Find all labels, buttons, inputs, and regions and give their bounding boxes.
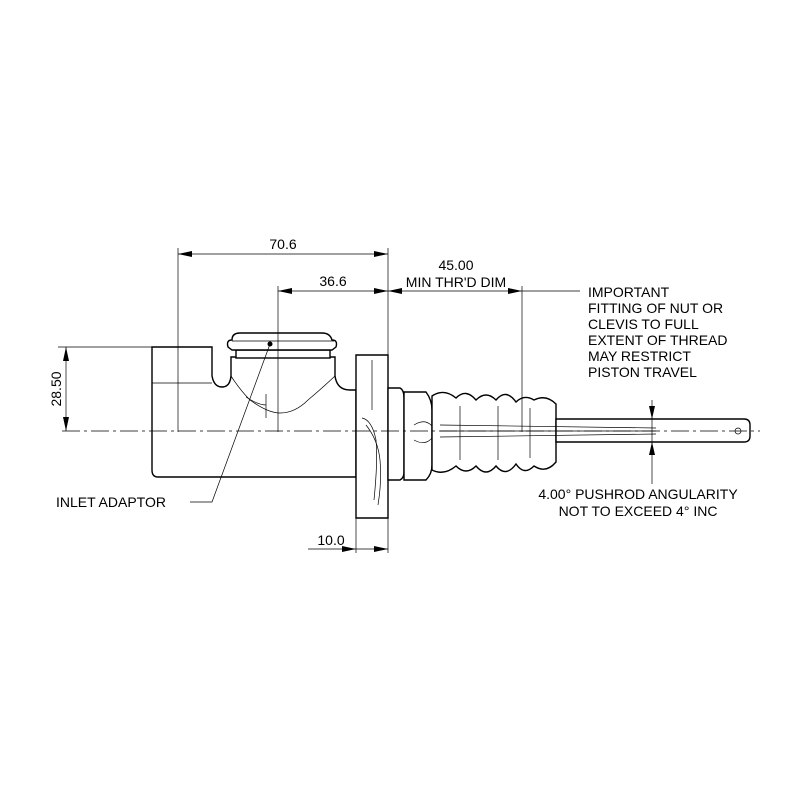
- important-note-line-2: FITTING OF NUT OR: [588, 300, 723, 316]
- dim-flange-thickness-text: 10.0: [317, 532, 344, 548]
- dim-height-text: 28.50: [48, 371, 64, 406]
- angularity-indicator: [649, 400, 655, 484]
- inlet-adaptor-label: INLET ADAPTOR: [56, 494, 166, 510]
- dim-thread-length: 45.00 MIN THR'D DIM: [388, 257, 580, 432]
- important-note-line-6: PISTON TRAVEL: [588, 364, 697, 380]
- angularity-note: 4.00° PUSHROD ANGULARITY NOT TO EXCEED 4…: [538, 486, 738, 519]
- mounting-flange: [355, 354, 389, 519]
- dim-overall-length: 70.6: [177, 236, 389, 432]
- dim-overall-length-text: 70.6: [269, 236, 296, 252]
- dim-thread-note-text: MIN THR'D DIM: [406, 274, 506, 290]
- boot-collar: [387, 387, 437, 481]
- angularity-note-line-2: NOT TO EXCEED 4° INC: [559, 503, 718, 519]
- angularity-note-line-1: 4.00° PUSHROD ANGULARITY: [538, 486, 738, 502]
- cylinder-body: [151, 346, 357, 478]
- important-note-line-4: EXTENT OF THREAD: [588, 332, 728, 348]
- dim-inlet-offset: 36.6: [277, 273, 388, 432]
- inlet-adaptor-callout: INLET ADAPTOR: [56, 341, 273, 510]
- important-note-line-3: CLEVIS TO FULL: [588, 316, 699, 332]
- important-note-line-5: MAY RESTRICT: [588, 348, 691, 364]
- dim-flange-thickness: 10.0: [308, 518, 389, 553]
- important-note-line-1: IMPORTANT: [588, 284, 670, 300]
- rubber-boot: [431, 391, 557, 473]
- dim-inlet-offset-text: 36.6: [319, 273, 346, 289]
- dim-thread-length-text: 45.00: [438, 257, 473, 273]
- dim-height: 28.50: [48, 346, 152, 431]
- important-note: IMPORTANT FITTING OF NUT OR CLEVIS TO FU…: [588, 284, 728, 380]
- inlet-adaptor: [226, 332, 338, 359]
